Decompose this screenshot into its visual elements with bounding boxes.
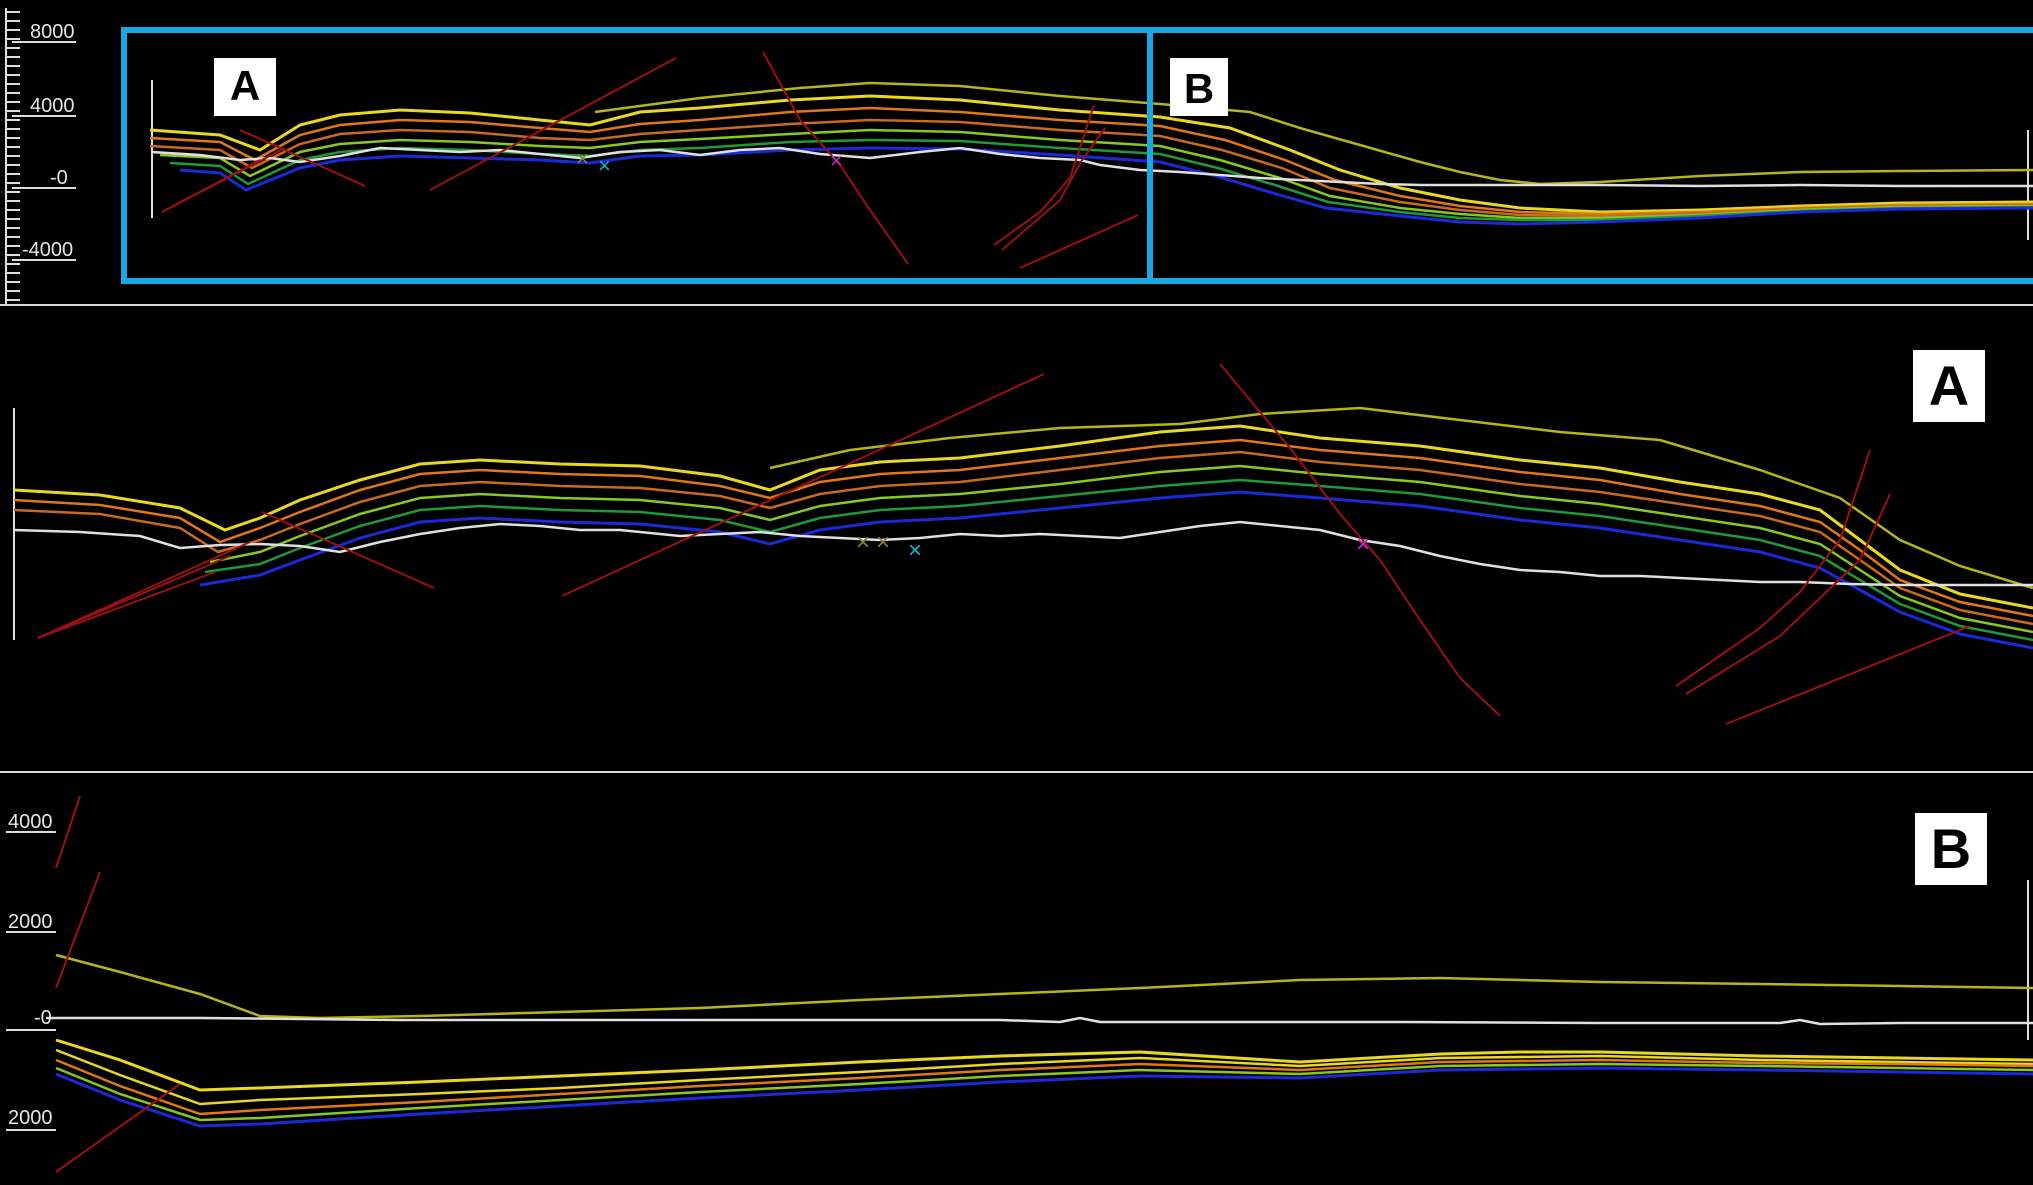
horizon-line [55, 1038, 2033, 1092]
fault-line [762, 51, 909, 265]
panel-a: × × × × A [13, 350, 2033, 725]
fault-line [37, 555, 231, 639]
fault-line [1001, 127, 1106, 251]
x-marker: × [830, 148, 843, 173]
panel-b-axis-label: 2000 [8, 911, 53, 933]
panel-a-label-box [1913, 350, 1985, 422]
fault-line [1019, 214, 1139, 269]
fault-line [993, 104, 1095, 246]
fault-line [55, 1083, 181, 1173]
horizon-line [55, 953, 2033, 1020]
horizon-line [209, 464, 2033, 634]
panel-b: 4000 2000 -0 2000 B [6, 795, 2033, 1173]
fault-line [55, 795, 81, 869]
x-marker: × [1356, 531, 1370, 558]
x-marker: × [598, 153, 611, 178]
overview-label-b-box [1170, 58, 1228, 116]
horizon-line [55, 1066, 2033, 1128]
horizon-line [204, 478, 2033, 642]
horizon-line [769, 406, 2033, 590]
panel-b-axis-label: -0 [34, 1007, 52, 1029]
overview-faults [161, 51, 1139, 269]
panel-b-horizons [46, 953, 2033, 1128]
overview-horizons [149, 81, 2033, 226]
x-marker: × [576, 146, 589, 171]
fault-line [1685, 493, 1891, 695]
fault-line [261, 511, 435, 589]
topography-line [13, 520, 2033, 587]
horizon-line [13, 424, 2033, 610]
panel-a-horizons [13, 406, 2033, 650]
overview-label-a-box [214, 58, 276, 116]
overview-markers: × × × [576, 146, 843, 178]
panel-a-label: A [1929, 354, 1969, 417]
fault-line [1219, 363, 1501, 717]
overview-axis-label: 8000 [30, 21, 75, 43]
fault-line [1725, 625, 1971, 725]
horizon-line [149, 106, 2033, 216]
horizon-line [55, 1058, 2033, 1116]
x-marker: × [856, 529, 870, 556]
fault-line [161, 159, 261, 213]
overview-axis-label: -4000 [22, 239, 73, 261]
horizon-line [199, 490, 2033, 650]
fault-line [561, 373, 1045, 597]
fault-line [429, 57, 677, 191]
overview-panel: 8000 4000 -0 -4000 [5, 8, 2033, 305]
panel-a-faults [37, 363, 1971, 725]
overview-label-b: B [1184, 65, 1214, 112]
overview-label-a: A [230, 62, 260, 109]
overview-axis-ticks [6, 11, 20, 301]
panel-a-markers: × × × × [856, 529, 1370, 564]
panel-b-axis-label: 4000 [8, 811, 53, 833]
horizon-line [55, 1062, 2033, 1122]
horizon-line [13, 438, 2033, 618]
fault-line [239, 129, 366, 187]
horizon-line [594, 81, 2033, 186]
x-marker: × [908, 537, 922, 564]
panel-b-faults [55, 795, 181, 1173]
horizon-line [55, 1048, 2033, 1106]
horizon-line [149, 94, 2033, 214]
panel-b-label: B [1931, 817, 1971, 880]
horizon-line [149, 118, 2033, 218]
topography-line [46, 1016, 2033, 1026]
horizon-line [159, 128, 2033, 220]
fault-line [55, 871, 101, 989]
fault-line [37, 571, 216, 639]
horizon-line [169, 138, 2033, 222]
x-marker: × [876, 529, 890, 556]
overview-axis-label: -0 [50, 167, 68, 189]
panel-b-label-box [1915, 813, 1987, 885]
panel-b-axis-label: 2000 [8, 1107, 53, 1129]
overview-axis-label: 4000 [30, 95, 75, 117]
frame-box-b [1147, 27, 2033, 284]
fault-line [1675, 449, 1871, 687]
topography-line [151, 146, 2033, 188]
